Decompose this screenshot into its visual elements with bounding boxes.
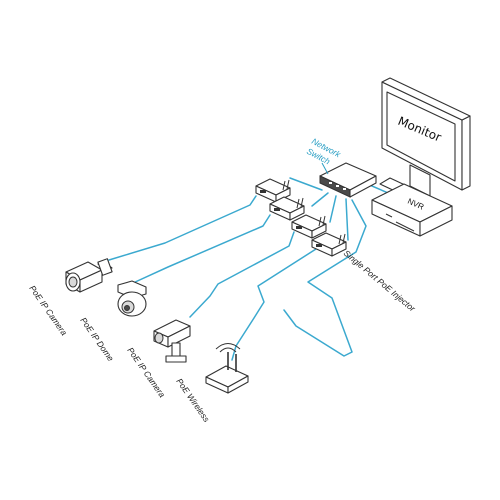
label-poe-ip-camera: PoE IP Camera [27, 283, 69, 337]
dome-camera-icon [117, 280, 147, 317]
label-poe-ip-dome: PoE IP Dome [78, 315, 116, 363]
poe-injector-icon [255, 178, 347, 257]
cable-injector-4-wireless [231, 248, 317, 361]
box-camera-icon [153, 319, 191, 363]
label-poe-ip-camera-2: PoE IP Camera [125, 345, 167, 399]
cable-injector-1-camera [108, 195, 257, 261]
cable-switch-injector-1 [289, 177, 323, 191]
cable-switch-injector-4 [345, 198, 349, 241]
cable-injector-3-boxcam [189, 231, 295, 318]
cable-group [108, 177, 401, 361]
cable-injector-2-dome [132, 214, 271, 284]
switch-pointer [321, 162, 329, 175]
nvr-icon: NVR [371, 183, 453, 237]
wireless-router-icon [205, 343, 249, 394]
cable-switch-injector-3 [329, 195, 337, 223]
bullet-camera-icon [65, 258, 113, 293]
cable-switch-injector-2 [311, 192, 329, 207]
injector-label: Single Port PoE Injector [342, 248, 418, 314]
cable-switch-loop [283, 199, 367, 357]
switch-icon [319, 162, 377, 198]
